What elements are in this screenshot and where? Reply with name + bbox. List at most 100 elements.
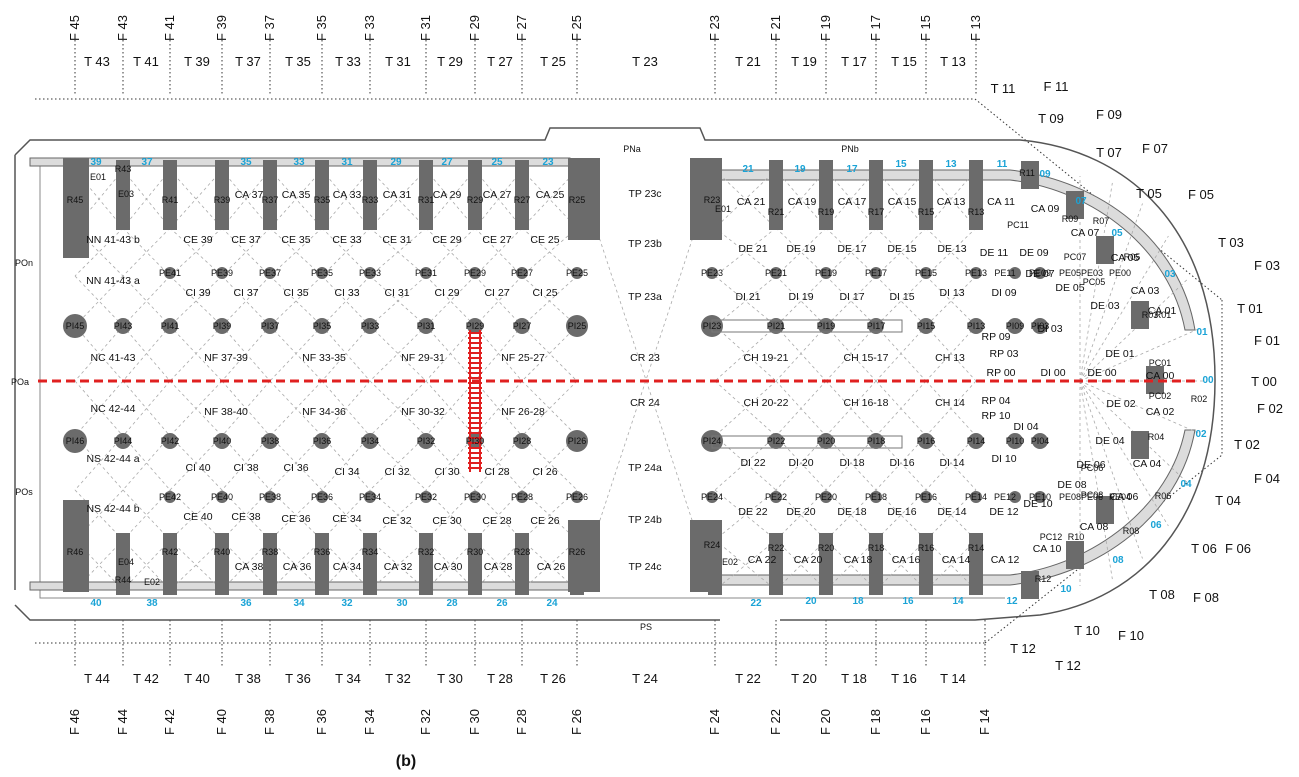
top-bay-label: T 43 [84, 54, 110, 69]
buttress-label: R09 [1062, 214, 1079, 224]
pier-label: PE06 [1081, 492, 1103, 502]
nave-label: CH 20-22 [744, 397, 789, 409]
vault-diagonals [74, 169, 1205, 591]
chapel-label: CA 20 [794, 554, 823, 566]
pillar [1032, 433, 1048, 449]
pillar [818, 318, 834, 334]
buttress [869, 160, 883, 230]
pier-label: PE15 [915, 268, 937, 278]
pillar [768, 433, 784, 449]
vault-rib [269, 325, 323, 382]
vault-rib [74, 325, 124, 382]
aisle-label: DE 22 [738, 506, 767, 518]
transept-label: TP 23c [628, 188, 661, 200]
buttress-label: R13 [968, 207, 985, 217]
vault-rib [474, 169, 523, 229]
vault-rib [425, 380, 476, 437]
apse-rib [1079, 380, 1201, 435]
apse-axis-label: T 09 [1038, 111, 1064, 126]
aisle-label: DI 13 [939, 287, 964, 299]
vault-rib [321, 380, 371, 437]
pillar-label: PI31 [417, 321, 436, 331]
stair-label: E02 [722, 557, 738, 567]
aisle-label: CI 39 [185, 287, 210, 299]
pillar-label: PI35 [313, 321, 332, 331]
pillar-label: PI14 [967, 436, 986, 446]
vault-rib [221, 275, 271, 327]
pillar [818, 433, 834, 449]
pier [420, 267, 432, 279]
bottom-axis-label: F 30 [467, 709, 482, 735]
pillar [918, 433, 934, 449]
chapel-label: CA 30 [434, 561, 463, 573]
buttress-label: R30 [467, 547, 484, 557]
pillar [63, 429, 87, 453]
buttress-label: R20 [818, 543, 835, 553]
bay-number: 40 [90, 598, 102, 609]
pier [970, 491, 982, 503]
bottom-axis-label: F 16 [918, 709, 933, 735]
nave-label: RP 03 [990, 348, 1019, 360]
buttress-label: R02 [1191, 394, 1208, 404]
pillar-label: PI45 [66, 321, 85, 331]
aisle-label: CI 27 [484, 287, 509, 299]
pier-label: PE25 [566, 268, 588, 278]
chapel-label: CA 08 [1080, 521, 1109, 533]
chapel-label: CA 29 [433, 189, 462, 201]
buttress [163, 160, 177, 230]
pillar [115, 318, 131, 334]
buttress-label: R34 [362, 547, 379, 557]
chapel-pier-label: PC01 [1149, 358, 1172, 368]
bay-number: 02 [1195, 429, 1207, 440]
apse-axis-label: F 06 [1225, 541, 1251, 556]
bay-number: 32 [341, 598, 353, 609]
pillar [968, 433, 984, 449]
vault-rib [321, 169, 371, 229]
stair-label: E01 [90, 172, 106, 182]
chapel-label: CA 15 [888, 196, 917, 208]
chapel-label: CA 02 [1146, 406, 1175, 418]
chapel-label: CA 34 [333, 561, 362, 573]
bay-number: 29 [390, 157, 402, 168]
vault-rib [714, 325, 777, 382]
buttress [63, 158, 89, 258]
vault-rib [775, 169, 827, 229]
buttress [515, 160, 529, 230]
pillar [514, 318, 530, 334]
bay-number: 20 [805, 596, 817, 607]
bay-number: 13 [945, 159, 957, 170]
pillar-label: PI24 [703, 436, 722, 446]
nave-label: DI 00 [1040, 367, 1065, 379]
apse-axis-label: T 03 [1218, 235, 1244, 250]
vault-rib [321, 325, 371, 382]
transept-wall [690, 520, 722, 592]
bay-number: 23 [542, 157, 554, 168]
chapel-label: CA 22 [748, 554, 777, 566]
vault-rib [169, 489, 223, 541]
nave-label: CH 19-21 [744, 352, 789, 364]
apse-buttress [1131, 301, 1149, 329]
top-axis-label: F 41 [162, 15, 177, 41]
bottom-axis-label: F 46 [67, 709, 82, 735]
pier-label: PE24 [701, 492, 723, 502]
apse-axis-label: T 08 [1149, 587, 1175, 602]
aisle-label: DI 15 [889, 291, 914, 303]
pier [920, 491, 932, 503]
vault-rib [474, 227, 523, 277]
apse-buttress [1066, 541, 1084, 569]
bottom-bay-label: T 20 [791, 671, 817, 686]
vault-rib [521, 169, 578, 229]
pillar-label: PI40 [213, 436, 232, 446]
aisle-label: CI 36 [283, 462, 308, 474]
pillar [362, 318, 378, 334]
pillar [868, 318, 884, 334]
buttress-label: R03 [1142, 310, 1159, 320]
aisle-label: DI 16 [889, 457, 914, 469]
buttress [468, 533, 482, 595]
pier [364, 491, 376, 503]
aisle-label: NN 41-43 b [86, 234, 140, 246]
nave-label: RP 00 [987, 367, 1016, 379]
portal-label: POs [15, 487, 33, 497]
pier [820, 267, 832, 279]
bottom-axis-label: F 44 [115, 709, 130, 735]
